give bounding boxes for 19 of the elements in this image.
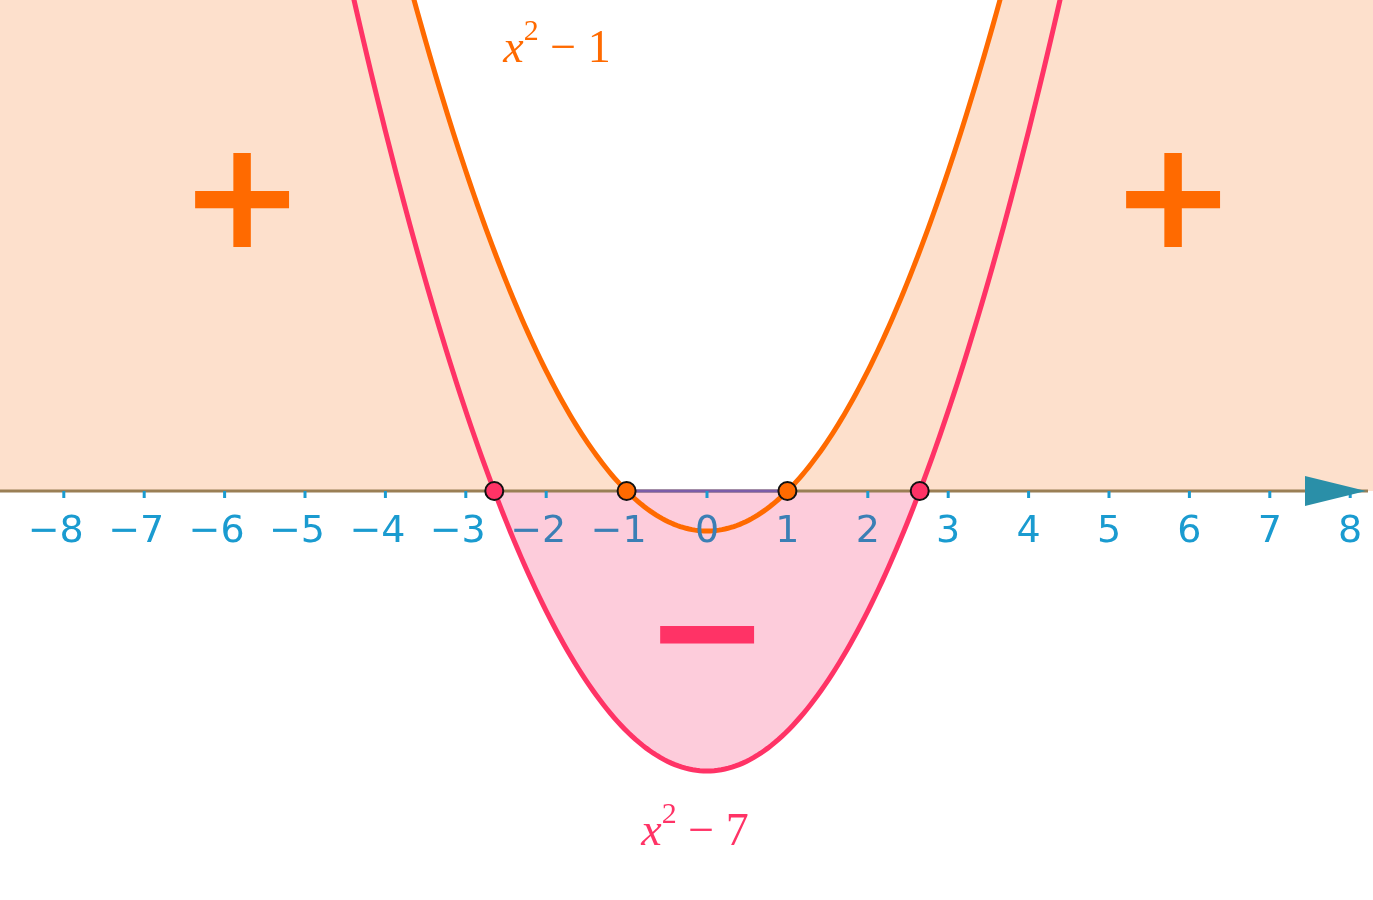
tick-label: −2	[510, 510, 567, 548]
tick-label: 3	[936, 510, 961, 548]
tick-label: 1	[775, 510, 800, 548]
tick-label: 7	[1257, 510, 1282, 548]
tick-label: 6	[1177, 510, 1202, 548]
tick-label: −8	[27, 510, 84, 548]
tick-label: 8	[1338, 510, 1363, 548]
tick-label: 4	[1016, 510, 1041, 548]
minus-sign: −	[644, 555, 770, 705]
tick-label: −5	[269, 510, 325, 548]
plus-sign: +	[1110, 120, 1236, 270]
plus-sign: +	[179, 120, 305, 270]
tick-label: −6	[188, 510, 245, 548]
tick-label: 2	[855, 510, 880, 548]
tick-label: −4	[349, 510, 406, 548]
tick-label: −1	[590, 510, 647, 548]
tick-label: −7	[108, 510, 165, 548]
tick-label: 5	[1096, 510, 1122, 548]
tick-label: −3	[429, 510, 486, 548]
